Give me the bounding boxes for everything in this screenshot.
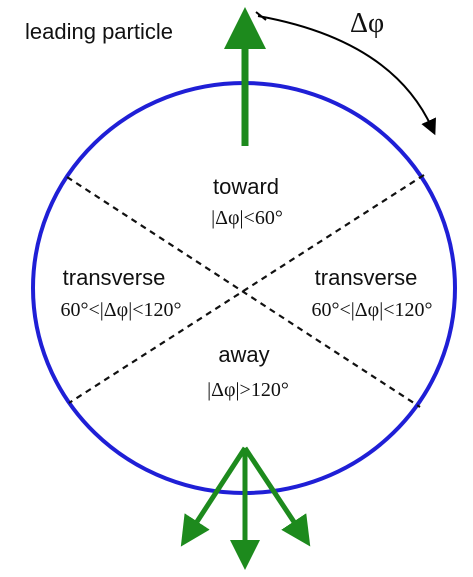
away-arrow-left bbox=[180, 446, 248, 547]
away-label: away bbox=[218, 342, 269, 367]
transverse-right-label: transverse bbox=[315, 265, 418, 290]
delta-phi-arrow-tail-tick bbox=[255, 11, 267, 21]
away-range-label: |Δφ|>120° bbox=[207, 379, 289, 401]
transverse-right-range-label: 60°<|Δφ|<120° bbox=[312, 299, 433, 321]
transverse-left-range-label: 60°<|Δφ|<120° bbox=[61, 299, 182, 321]
away-arrow-right bbox=[242, 446, 311, 547]
toward-range-label: |Δφ|<60° bbox=[211, 207, 283, 229]
transverse-left-label: transverse bbox=[63, 265, 166, 290]
leading-particle-label: leading particle bbox=[25, 19, 173, 44]
delta-phi-arrow bbox=[257, 15, 436, 136]
divider-upper-right-to-lower-left bbox=[68, 174, 425, 404]
divider-upper-left-to-lower-right bbox=[66, 176, 421, 408]
delta-phi-label: Δφ bbox=[350, 8, 384, 39]
toward-label: toward bbox=[213, 174, 279, 199]
